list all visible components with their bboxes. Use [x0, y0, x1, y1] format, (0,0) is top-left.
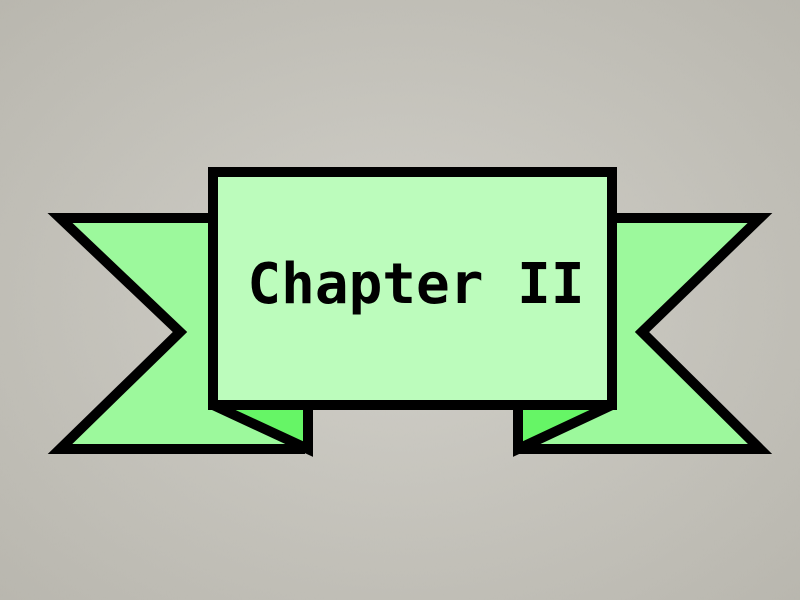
chapter-title: Chapter II [247, 252, 584, 317]
ribbon-front-panel [208, 167, 617, 410]
